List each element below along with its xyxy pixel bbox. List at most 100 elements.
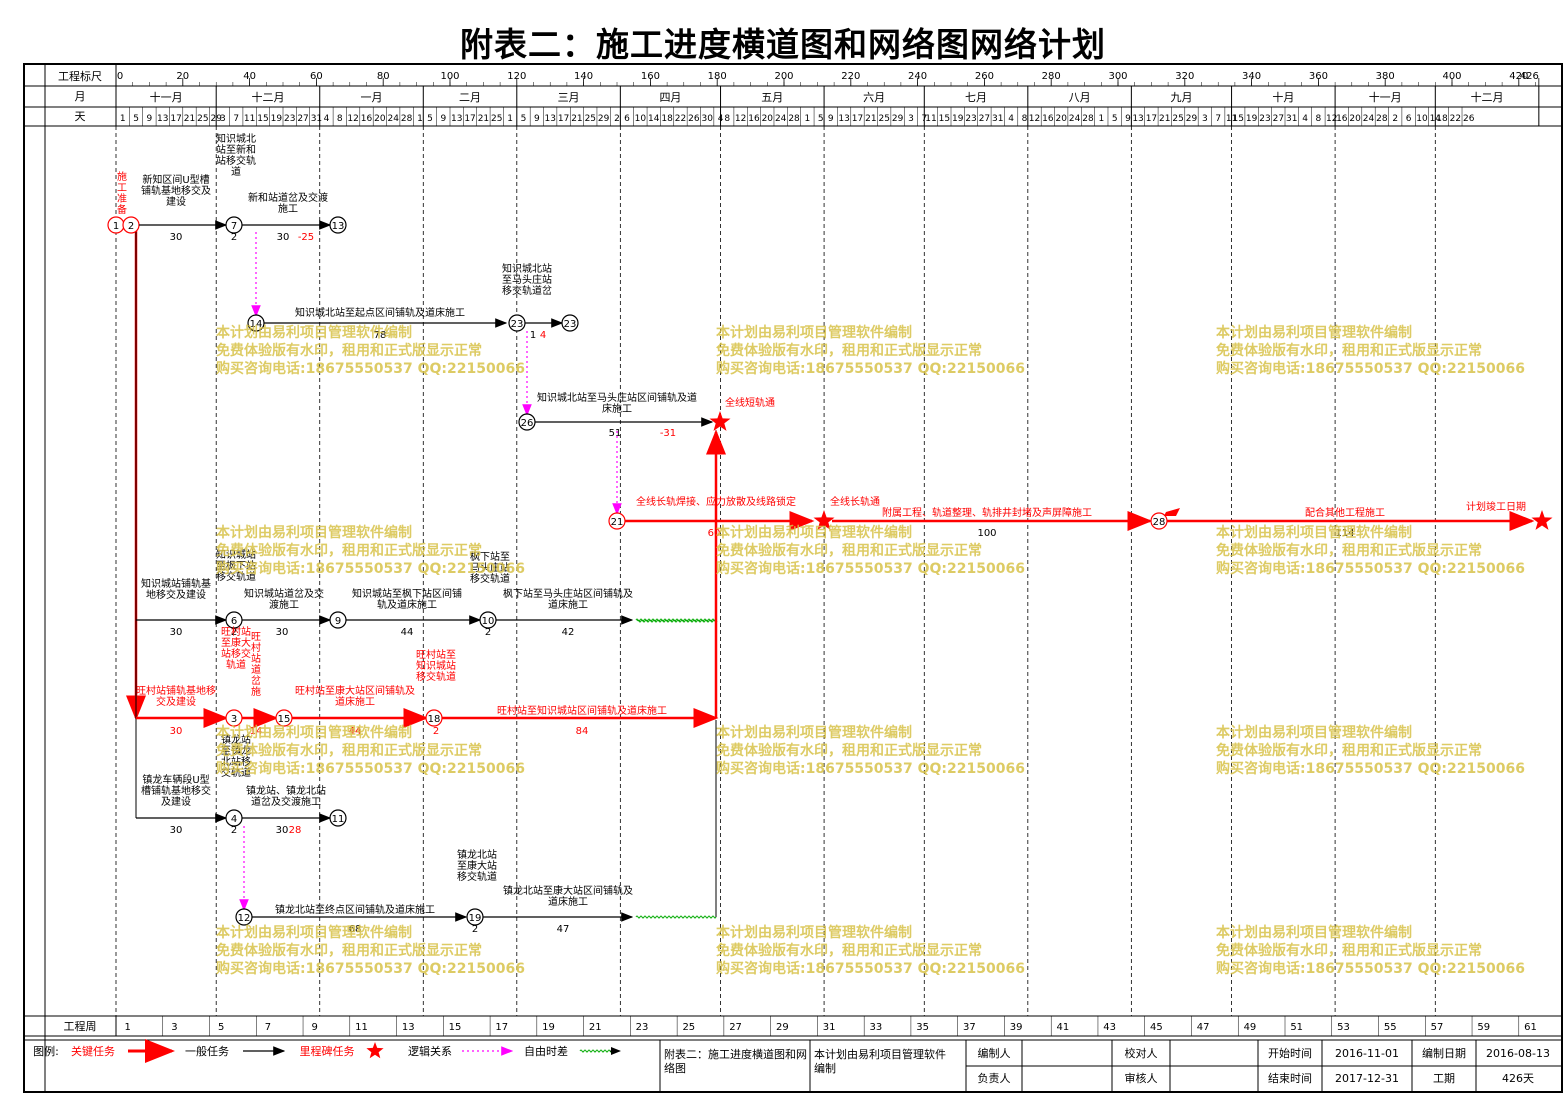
day-label: 17 [558, 114, 569, 124]
day-label: 8 [1316, 114, 1322, 124]
week-label: 11 [355, 1022, 368, 1033]
day-label: 18 [1436, 114, 1448, 124]
outer-frame [23, 63, 1563, 1093]
scale-tick-label: 300 [1108, 71, 1127, 82]
day-label: 7 [1215, 114, 1221, 124]
day-label: 5 [427, 114, 433, 124]
node-label: 11 [332, 814, 345, 825]
watermark: 本计划由易利项目管理软件编制免费体验版有水印，租用和正式版显示正常购买咨询电话:… [1216, 924, 1525, 978]
watermark-line: 免费体验版有水印，租用和正式版显示正常 [216, 743, 482, 759]
task-label: 51 [609, 428, 622, 439]
task-label: 47 [557, 924, 570, 935]
day-label: 20 [1349, 114, 1361, 124]
legend-footer: 图例:关键任务一般任务里程碑任务逻辑关系自由时差 [24, 1039, 1562, 1063]
task-label-wrapped: 旺村站至康大站区间铺轨及道床施工 [295, 684, 415, 708]
day-label: 4 [1302, 114, 1308, 124]
month-label: 三月 [558, 91, 580, 104]
watermark-line: 免费体验版有水印，租用和正式版显示正常 [716, 343, 982, 359]
week-label: 13 [402, 1022, 415, 1033]
task-label: 68 [349, 924, 362, 935]
task-label: 全线长轨通 [830, 495, 880, 508]
week-label: 19 [542, 1022, 555, 1033]
day-label: 12 [1029, 114, 1040, 124]
day-label: 20 [762, 114, 774, 124]
watermark-line: 本计划由易利项目管理软件编制 [1216, 325, 1412, 341]
day-label: 9 [828, 114, 834, 124]
scale-tick-label: 340 [1242, 71, 1261, 82]
legend-float-wave [579, 1049, 613, 1053]
task-label: 2 [472, 924, 478, 935]
day-label: 17 [1146, 114, 1157, 124]
task-label: 镇龙北站至终点区间铺轨及道床施工 [275, 903, 435, 916]
day-label: 6 [624, 114, 630, 124]
day-label: 1 [507, 114, 513, 124]
day-label: 17 [852, 114, 863, 124]
node-label: 4 [231, 814, 237, 825]
task-label: 30 [170, 825, 183, 836]
watermark-line: 购买咨询电话:18675550537 QQ:22150066 [716, 761, 1025, 777]
task-label: 2 [433, 726, 439, 737]
node-label: 28 [1153, 517, 1166, 528]
day-label: 25 [1172, 114, 1183, 124]
week-label: 47 [1197, 1022, 1210, 1033]
node-label: 13 [332, 221, 345, 232]
task-label: 2 [231, 825, 237, 836]
task-label-wrapped: 旺村站铺轨基地移交及建设 [136, 684, 216, 708]
day-label: 16 [748, 114, 760, 124]
task-label: 114 [1335, 528, 1354, 539]
watermark-line: 免费体验版有水印，租用和正式版显示正常 [216, 343, 482, 359]
milestone-star [1531, 510, 1553, 530]
day-label: 1 [1098, 114, 1104, 124]
day-label: 27 [297, 114, 308, 124]
day-label: 19 [952, 114, 964, 124]
day-label: 25 [878, 114, 889, 124]
day-label: 24 [775, 114, 787, 124]
day-label: 16 [1336, 114, 1348, 124]
day-label: 25 [197, 114, 208, 124]
month-label: 六月 [863, 91, 885, 104]
watermark-line: 免费体验版有水印，租用和正式版显示正常 [716, 743, 982, 759]
day-label: 31 [992, 114, 1003, 124]
month-label: 七月 [965, 91, 987, 104]
day-label: 1 [417, 114, 423, 124]
node-label: 15 [278, 714, 291, 725]
task-label-wrapped: 镇龙北站至康大站移交轨道 [457, 848, 497, 883]
watermark: 本计划由易利项目管理软件编制免费体验版有水印，租用和正式版显示正常购买咨询电话:… [716, 324, 1025, 378]
day-label: 13 [838, 114, 849, 124]
watermark-line: 购买咨询电话:18675550537 QQ:22150066 [216, 561, 525, 577]
duration-label: 工期 [1433, 1072, 1455, 1085]
reviewer-label: 校对人 [1125, 1046, 1158, 1060]
task-label: 旺村站至知识城站区间铺轨及道床施工 [497, 704, 667, 717]
task-label: 78 [374, 330, 387, 341]
day-label: 7 [233, 114, 239, 124]
month-label: 十月 [1272, 90, 1294, 104]
month-label: 九月 [1170, 91, 1192, 104]
day-label: 13 [1132, 114, 1143, 124]
watermark-line: 购买咨询电话:18675550537 QQ:22150066 [1216, 361, 1525, 377]
week-label: 39 [1010, 1022, 1023, 1033]
task-label: 2 [231, 627, 237, 638]
task-label: 全线短轨通 [725, 396, 775, 409]
month-gridlines [115, 126, 1436, 1016]
watermark-line: 免费体验版有水印，租用和正式版显示正常 [1216, 543, 1482, 559]
task-label: 4 [540, 330, 546, 341]
day-label: 29 [892, 114, 904, 124]
milestone-star [709, 411, 731, 431]
watermark: 本计划由易利项目管理软件编制免费体验版有水印，租用和正式版显示正常购买咨询电话:… [216, 924, 525, 978]
day-label: 12 [1326, 114, 1337, 124]
node-label: 19 [469, 913, 482, 924]
day-label: 23 [1259, 114, 1270, 124]
task-label-wrapped: 知识城北站至新和站移交轨道 [216, 132, 256, 178]
task-label: 计划竣工日期 [1466, 500, 1526, 513]
watermark-line: 本计划由易利项目管理软件编制 [1216, 725, 1412, 741]
day-label: 9 [1125, 114, 1131, 124]
task-label-wrapped: 镇龙车辆段U型槽铺轨基地移交及建设 [141, 773, 211, 808]
scale-tick-label: 400 [1442, 71, 1461, 82]
watermark-line: 本计划由易利项目管理软件编制 [716, 325, 912, 341]
auditor-label: 审核人 [1125, 1071, 1158, 1085]
scale-tick-label: 100 [440, 71, 459, 82]
node-label: 6 [231, 616, 237, 627]
day-label: 27 [1273, 114, 1284, 124]
